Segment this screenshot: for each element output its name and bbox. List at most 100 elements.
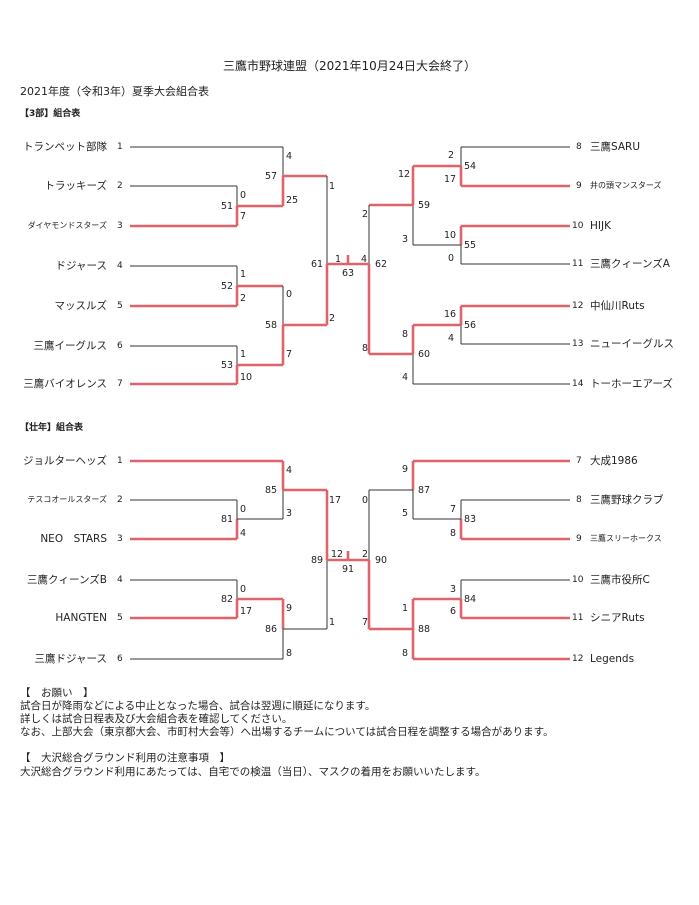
tournament-subtitle: 2021年度（令和3年）夏季大会組合表 — [20, 85, 209, 98]
score: 4 — [286, 151, 293, 162]
game-number: 54 — [464, 161, 477, 172]
request-heading: 【 お願い 】 — [20, 687, 94, 699]
game-number: 91 — [342, 564, 355, 575]
score: 7 — [286, 349, 293, 360]
score: 0 — [240, 584, 247, 595]
team-left-name: 三鷹ドジャース — [34, 653, 107, 665]
team-left-name: 三鷹クィーンズB — [27, 574, 107, 586]
team-left-number: 1 — [117, 142, 123, 152]
team-right-name: 大成1986 — [590, 455, 638, 467]
team-right-number: 8 — [576, 142, 582, 152]
score: 9 — [402, 464, 409, 475]
game-number: 81 — [221, 514, 234, 525]
section-sonen-heading: 【壮年】組合表 — [20, 423, 84, 433]
game-number: 83 — [464, 514, 477, 525]
score: 3 — [450, 584, 457, 595]
team-left-number: 2 — [117, 495, 123, 505]
team-right-name: HIJK — [590, 220, 611, 232]
score: 7 — [450, 504, 457, 515]
team-right-name: 三鷹SARU — [590, 141, 641, 153]
score: 2 — [362, 209, 369, 220]
team-left-name: 三鷹イーグルス — [33, 340, 108, 352]
score: 8 — [286, 648, 293, 659]
team-right-name: 三鷹クィーンズA — [590, 258, 670, 270]
game-number: 63 — [342, 268, 355, 279]
team-left-number: 5 — [117, 613, 123, 623]
score: 4 — [286, 465, 293, 476]
team-right-name: 中仙川Ruts — [590, 300, 645, 312]
score: 0 — [362, 495, 369, 506]
team-left-name: ドジャース — [55, 260, 107, 272]
game-number: 59 — [418, 200, 431, 211]
request-line: 詳しくは試合日程表及び大会組合表を確認してください。 — [20, 713, 293, 725]
game-number: 61 — [311, 259, 324, 270]
team-left-number: 3 — [117, 221, 123, 231]
score: 25 — [286, 195, 299, 206]
team-left-number: 4 — [117, 261, 123, 271]
team-left-name: トラッキーズ — [44, 180, 107, 192]
page-title: 三鷹市野球連盟（2021年10月24日大会終了） — [222, 59, 477, 73]
score: 1 — [335, 254, 342, 265]
game-number: 90 — [375, 555, 388, 566]
game-number: 56 — [464, 320, 477, 331]
team-right-name: 三鷹野球クラブ — [590, 494, 664, 506]
score: 17 — [329, 495, 342, 506]
section-3bu-heading: 【3部】組合表 — [20, 109, 81, 119]
game-number: 62 — [375, 259, 388, 270]
team-right-name: Legends — [590, 653, 635, 665]
game-number: 51 — [221, 201, 234, 212]
game-number: 87 — [418, 485, 431, 496]
team-left-number: 4 — [117, 575, 123, 585]
ground-notice-heading: 【 大沢総合グラウンド利用の注意事項 】 — [20, 752, 230, 764]
team-left-name: テスコオールスターズ — [27, 495, 107, 504]
score: 4 — [402, 372, 409, 383]
team-left-name: 三鷹バイオレンス — [23, 378, 107, 390]
team-left-number: 7 — [117, 379, 123, 389]
score: 1 — [240, 349, 247, 360]
score: 12 — [331, 549, 344, 560]
ground-notice-line: 大沢総合グラウンド利用にあたっては、自宅での検温（当日）、マスクの着用をお願いい… — [20, 766, 486, 778]
score: 2 — [448, 150, 455, 161]
team-left-name: ダイヤモンドスターズ — [27, 221, 107, 230]
request-line: 試合日が降雨などによる中止となった場合、試合は翌週に順延になります。 — [20, 700, 376, 712]
score: 4 — [448, 333, 455, 344]
score: 5 — [402, 508, 409, 519]
team-right-name: 三鷹市役所C — [590, 574, 650, 586]
game-number: 53 — [221, 360, 234, 371]
team-right-name: 三鷹スリーホークス — [590, 534, 662, 543]
score: 0 — [286, 289, 293, 300]
team-right-number: 12 — [572, 654, 584, 664]
team-left-name: HANGTEN — [55, 612, 107, 624]
game-number: 52 — [221, 281, 234, 292]
game-number: 84 — [464, 594, 477, 605]
score: 10 — [240, 372, 253, 383]
score: 9 — [286, 603, 293, 614]
score: 2 — [329, 313, 336, 324]
team-right-number: 14 — [572, 379, 584, 389]
score: 16 — [444, 309, 457, 320]
game-number: 88 — [418, 624, 431, 635]
team-left-number: 6 — [117, 654, 123, 664]
team-right-name: ニューイーグルス — [590, 338, 674, 350]
score: 2 — [362, 549, 369, 560]
score: 1 — [402, 603, 409, 614]
team-left-number: 3 — [117, 534, 123, 544]
score: 17 — [444, 174, 457, 185]
score: 3 — [286, 508, 293, 519]
score: 7 — [240, 211, 247, 222]
score: 1 — [329, 181, 336, 192]
game-number: 82 — [221, 594, 234, 605]
score: 4 — [240, 528, 247, 539]
team-left-number: 2 — [117, 181, 123, 191]
team-left-name: マッスルズ — [54, 300, 108, 312]
team-right-number: 9 — [576, 534, 582, 544]
score: 8 — [362, 343, 369, 354]
score: 1 — [240, 269, 247, 280]
team-right-number: 12 — [572, 301, 584, 311]
score: 8 — [402, 648, 409, 659]
team-right-number: 9 — [576, 181, 582, 191]
score: 17 — [240, 606, 253, 617]
team-right-number: 10 — [572, 221, 584, 231]
